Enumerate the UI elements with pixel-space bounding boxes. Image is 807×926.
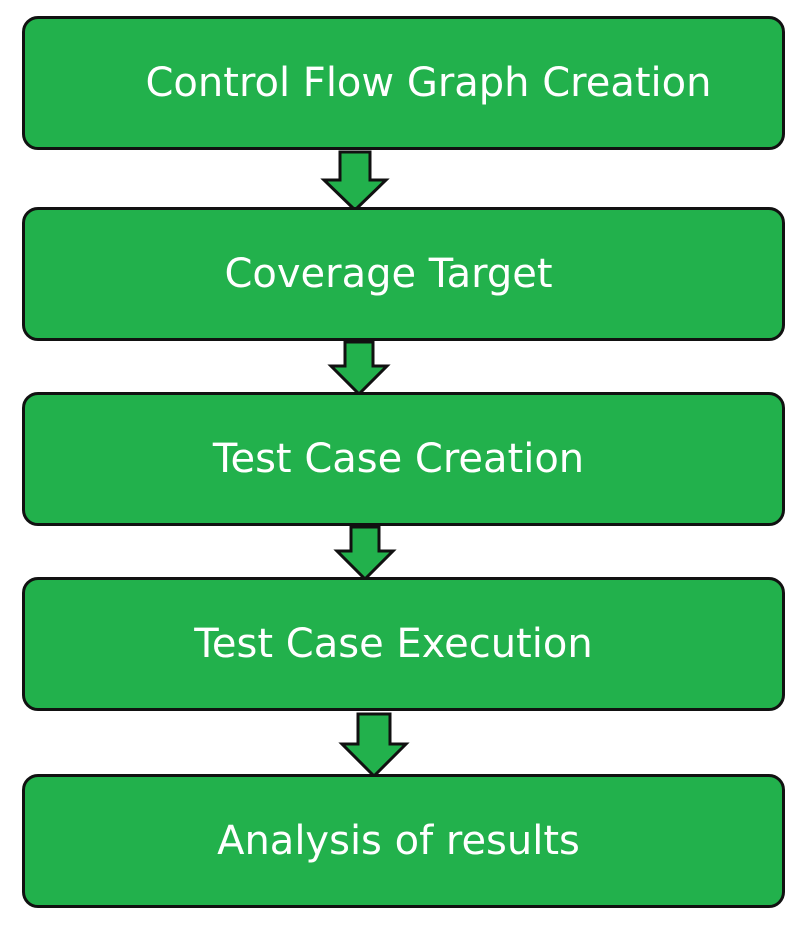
down-arrow-icon — [327, 340, 391, 397]
step-label: Test Case Execution — [194, 621, 593, 667]
step-analysis-of-results: Analysis of results — [22, 774, 785, 908]
step-label: Coverage Target — [224, 251, 553, 297]
step-test-case-execution: Test Case Execution — [22, 577, 785, 711]
step-label: Test Case Creation — [212, 436, 585, 482]
step-control-flow-graph-creation: Control Flow Graph Creation — [22, 16, 785, 150]
step-test-case-creation: Test Case Creation — [22, 392, 785, 526]
down-arrow-icon — [320, 150, 390, 213]
step-label: Control Flow Graph Creation — [145, 60, 712, 106]
down-arrow-icon — [333, 525, 397, 582]
down-arrow-icon — [338, 712, 410, 779]
step-label: Analysis of results — [217, 818, 580, 864]
step-coverage-target: Coverage Target — [22, 207, 785, 341]
